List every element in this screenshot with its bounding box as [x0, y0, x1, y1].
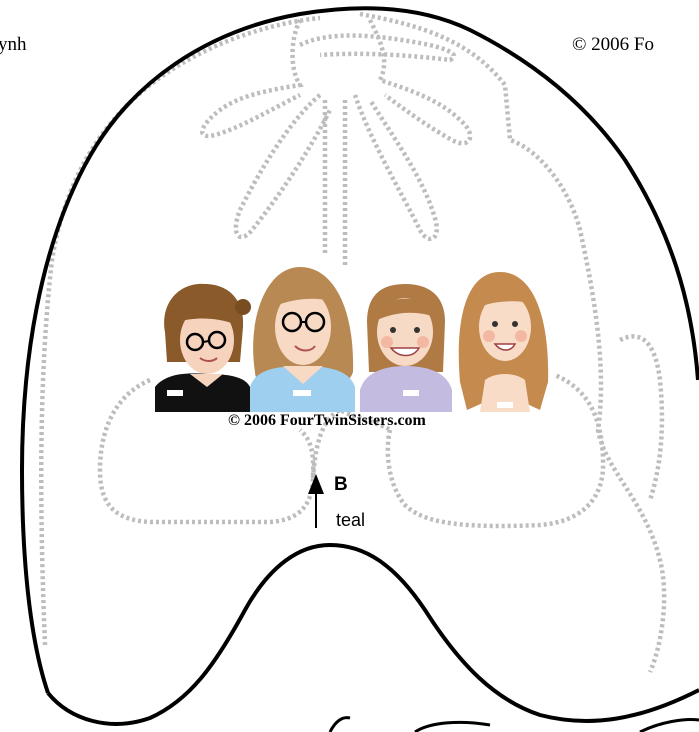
- sister-1-badge: [167, 390, 183, 396]
- dotted-bow-right: [367, 18, 473, 146]
- sister-4-badge: [497, 402, 513, 408]
- sister-2-portrait: [250, 267, 355, 412]
- dotted-right-wing: [618, 334, 665, 501]
- sister-4-portrait: [458, 272, 549, 412]
- cut-outline-next-piece: [328, 716, 699, 732]
- dotted-lobe-left: [97, 377, 316, 525]
- logo-copyright-caption: © 2006 FourTwinSisters.com: [228, 412, 426, 429]
- dotted-bow-left: [200, 18, 304, 139]
- cut-outline: [19, 6, 699, 694]
- dotted-lobe-right: [385, 372, 606, 529]
- sister-1-portrait: [155, 283, 251, 412]
- four-sisters-logo: [155, 262, 560, 437]
- dotted-leaf-left: [233, 93, 333, 240]
- up-arrow-icon: [308, 474, 324, 528]
- sister-2-badge: [293, 390, 311, 396]
- header-copyright-text: © 2006 Fo: [572, 34, 655, 55]
- dotted-outer-contour: [39, 11, 667, 673]
- dotted-leaf-right: [352, 94, 440, 242]
- sisters-illustration: [155, 267, 549, 412]
- dotted-guides: [39, 11, 667, 673]
- piece-color-label: teal: [336, 510, 366, 530]
- header-left-text: ynh: [0, 34, 27, 55]
- cut-outline-bottom: [46, 542, 699, 726]
- sister-3-badge: [403, 390, 419, 396]
- piece-letter-label: B: [334, 474, 348, 495]
- sister-3-portrait: [360, 284, 452, 412]
